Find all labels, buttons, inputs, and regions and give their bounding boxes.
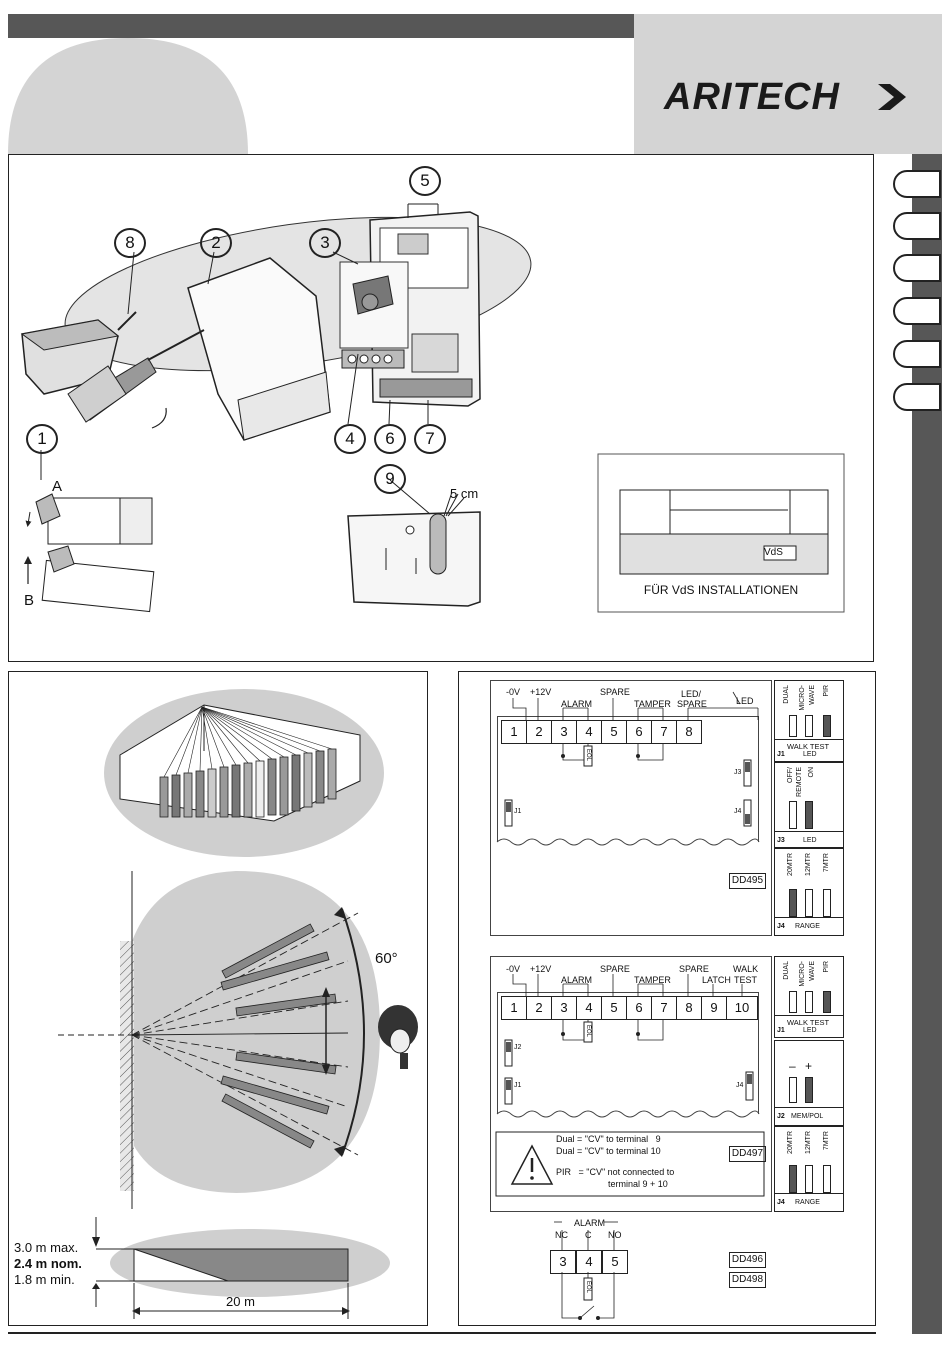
language-tab-1[interactable] bbox=[893, 170, 941, 198]
callout-1: 1 bbox=[26, 424, 58, 454]
dd495-label-led-spare-2: SPARE bbox=[677, 699, 707, 709]
dd497-panel-j2: – + J2 MEM/POL bbox=[774, 1040, 844, 1126]
dd497-jumper-j4: J4 bbox=[736, 1082, 744, 1089]
dd495-panel-j3: OFF/ REMOTE ON J3 LED bbox=[774, 762, 844, 848]
brand-arrow-icon bbox=[878, 84, 906, 110]
language-tab-4[interactable] bbox=[893, 297, 941, 325]
language-tab-6[interactable] bbox=[893, 383, 941, 411]
header-arc bbox=[8, 38, 248, 154]
brand-logo: ARITECH bbox=[664, 76, 910, 118]
coverage-angle-label: 60° bbox=[375, 950, 398, 967]
dd497-res-label: EOL bbox=[585, 1024, 592, 1038]
relay-model-dd496: DD496 bbox=[729, 1252, 766, 1268]
relay-terminal-3: 3 bbox=[550, 1250, 576, 1274]
callout-3: 3 bbox=[309, 228, 341, 258]
dd495-j1-pins bbox=[789, 715, 797, 737]
relay-title: ALARM bbox=[574, 1218, 606, 1228]
dd495-label-12v: +12V bbox=[530, 687, 552, 697]
relay-res-label: EOL bbox=[585, 1280, 592, 1294]
relay-model-dd498: DD498 bbox=[729, 1272, 766, 1288]
height-min-label: 1.8 m min. bbox=[14, 1272, 75, 1287]
dd497-label-0v: -0V bbox=[506, 964, 521, 974]
dd495-terminal-8: 8 bbox=[676, 720, 702, 744]
dd497-note-2: Dual = "CV" to terminal 10 bbox=[556, 1146, 661, 1156]
header-bar bbox=[8, 14, 634, 38]
dd497-label-spare2: SPARE bbox=[679, 964, 709, 974]
dd495-jumper-j3: J3 bbox=[734, 769, 742, 776]
language-tab-5[interactable] bbox=[893, 340, 941, 368]
callout-7: 7 bbox=[414, 424, 446, 454]
dd497-label-12v: +12V bbox=[530, 964, 552, 974]
dd495-label-alarm: ALARM bbox=[561, 699, 593, 709]
relay-terminal-5: 5 bbox=[602, 1250, 628, 1274]
label-a: A bbox=[52, 478, 63, 495]
coverage-panel bbox=[8, 671, 428, 1326]
language-tab-2[interactable] bbox=[893, 212, 941, 240]
dd497-model: DD497 bbox=[729, 1146, 766, 1162]
height-nom-label: 2.4 m nom. bbox=[14, 1256, 82, 1271]
dd495-label-spare: SPARE bbox=[600, 687, 630, 697]
range-label: 20 m bbox=[226, 1294, 255, 1309]
label-b: B bbox=[24, 592, 35, 609]
dd495-label-0v: -0V bbox=[506, 687, 521, 697]
dd497-panel-j1: DUAL MICRO- WAVE PIR WALK TEST J1 LED bbox=[774, 956, 844, 1038]
installation-panel bbox=[8, 154, 874, 662]
header-grey-panel bbox=[634, 14, 942, 154]
height-max-label: 3.0 m max. bbox=[14, 1240, 79, 1255]
dd497-jumper-j1: J1 bbox=[514, 1082, 522, 1089]
dd495-board bbox=[490, 680, 772, 936]
dd495-label-led: LED bbox=[736, 696, 754, 706]
dd497-label-latch: LATCH bbox=[702, 975, 731, 985]
relay-label-nc: NC bbox=[555, 1230, 568, 1240]
dd497-terminal-10: 10 bbox=[726, 996, 758, 1020]
dd497-label-tamper: TAMPER bbox=[634, 975, 671, 985]
dd495-panel-j4: 20MTR 12MTR 7MTR J4 RANGE bbox=[774, 848, 844, 936]
vds-tag: VdS bbox=[764, 547, 783, 558]
cable-length-label: 5 cm bbox=[450, 486, 479, 501]
vds-caption: FÜR VdS INSTALLATIONEN bbox=[643, 583, 799, 597]
language-tab-3[interactable] bbox=[893, 254, 941, 282]
dd497-label-walk-1: WALK bbox=[733, 964, 759, 974]
callout-6: 6 bbox=[374, 424, 406, 454]
side-column bbox=[912, 154, 942, 1334]
wiring-panel bbox=[458, 671, 876, 1326]
dd495-jumper-j1: J1 bbox=[514, 808, 522, 815]
dd497-label-spare: SPARE bbox=[600, 964, 630, 974]
dd497-note-1: Dual = "CV" to terminal 9 bbox=[556, 1134, 661, 1144]
callout-9: 9 bbox=[374, 464, 406, 494]
coverage-drawing bbox=[58, 689, 418, 1319]
relay-terminal-4: 4 bbox=[576, 1250, 602, 1274]
dd495-model: DD495 bbox=[729, 873, 766, 889]
relay-label-no: NO bbox=[608, 1230, 622, 1240]
dd497-jumper-j2: J2 bbox=[514, 1044, 522, 1051]
installation-drawing bbox=[20, 203, 845, 613]
callout-4: 4 bbox=[334, 424, 366, 454]
dd497-note-3: PIR = "CV" not connected to bbox=[556, 1167, 675, 1177]
callout-5: 5 bbox=[409, 166, 441, 196]
dd497-note-4: terminal 9 + 10 bbox=[608, 1179, 668, 1189]
callout-2: 2 bbox=[200, 228, 232, 258]
dd495-panel-j1: DUAL MICRO- WAVE PIR WALK TEST J1 LED bbox=[774, 680, 844, 762]
dd497-panel-j4: 20MTR 12MTR 7MTR J4 RANGE bbox=[774, 1126, 844, 1212]
dd495-wiring-lines bbox=[496, 691, 760, 846]
dd497-pcb bbox=[497, 992, 759, 1114]
dd497-board bbox=[490, 956, 772, 1212]
dd495-res-label: EOL bbox=[585, 748, 592, 762]
footer-rule bbox=[8, 1332, 876, 1334]
dd495-pcb bbox=[497, 716, 759, 842]
relay-wiring bbox=[554, 1221, 618, 1320]
dd495-label-tamper: TAMPER bbox=[634, 699, 671, 709]
callout-8: 8 bbox=[114, 228, 146, 258]
dd497-label-alarm: ALARM bbox=[561, 975, 593, 985]
brand-logo-text: ARITECH bbox=[664, 76, 840, 118]
dd495-jumper-j4: J4 bbox=[734, 808, 742, 815]
dd497-wiring-lines bbox=[495, 974, 765, 1197]
dd495-label-led-spare-1: LED/ bbox=[681, 689, 702, 699]
dd497-label-walk-2: TEST bbox=[734, 975, 758, 985]
